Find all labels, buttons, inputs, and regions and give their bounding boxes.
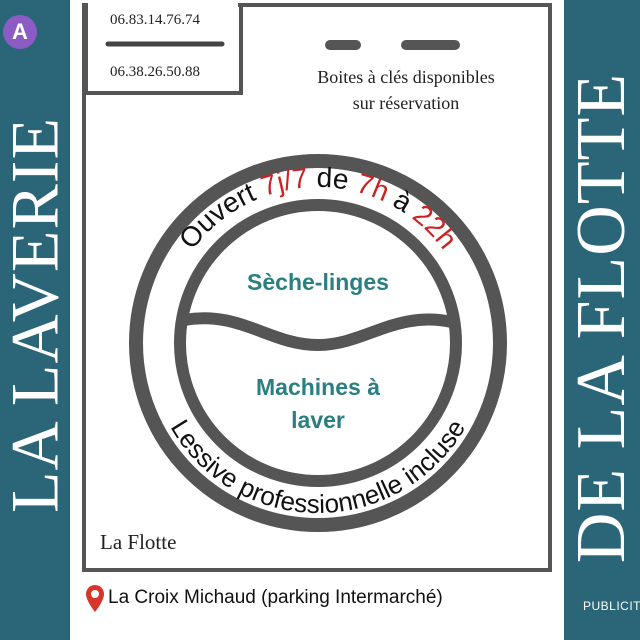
- right-band: [564, 0, 640, 640]
- town-label: La Flotte: [100, 530, 177, 554]
- badge-a: A: [3, 15, 37, 49]
- washers-label: Machines à laver: [208, 371, 428, 437]
- key-boxes-notice: Boites à clés disponibles sur réservatio…: [236, 64, 576, 116]
- dial-slot-2: [401, 40, 460, 50]
- washers-line-1: Machines à: [256, 374, 380, 400]
- address-bar: La Croix Michaud (parking Intermarché): [78, 573, 560, 623]
- key-boxes-line-1: Boites à clés disponibles: [317, 67, 495, 87]
- map-pin-icon: [86, 585, 104, 612]
- phone-number-1: 06.83.14.76.74: [110, 12, 200, 28]
- machine-outline: [82, 3, 552, 572]
- water-wave: [178, 312, 458, 352]
- phone-number-2: 06.38.26.50.88: [110, 64, 200, 80]
- door-outer-ring: [129, 154, 507, 532]
- washing-machine-panel: [70, 0, 564, 640]
- dryers-label: Sèche-linges: [247, 269, 389, 295]
- dial-slot-1: [325, 40, 361, 50]
- key-boxes-line-2: sur réservation: [352, 93, 460, 113]
- left-band: [0, 0, 70, 640]
- address-text: La Croix Michaud (parking Intermarché): [108, 587, 443, 608]
- publicity-label: PUBLICIT: [583, 599, 640, 613]
- washers-line-2: laver: [291, 407, 345, 433]
- door-inner-ring: [174, 199, 462, 487]
